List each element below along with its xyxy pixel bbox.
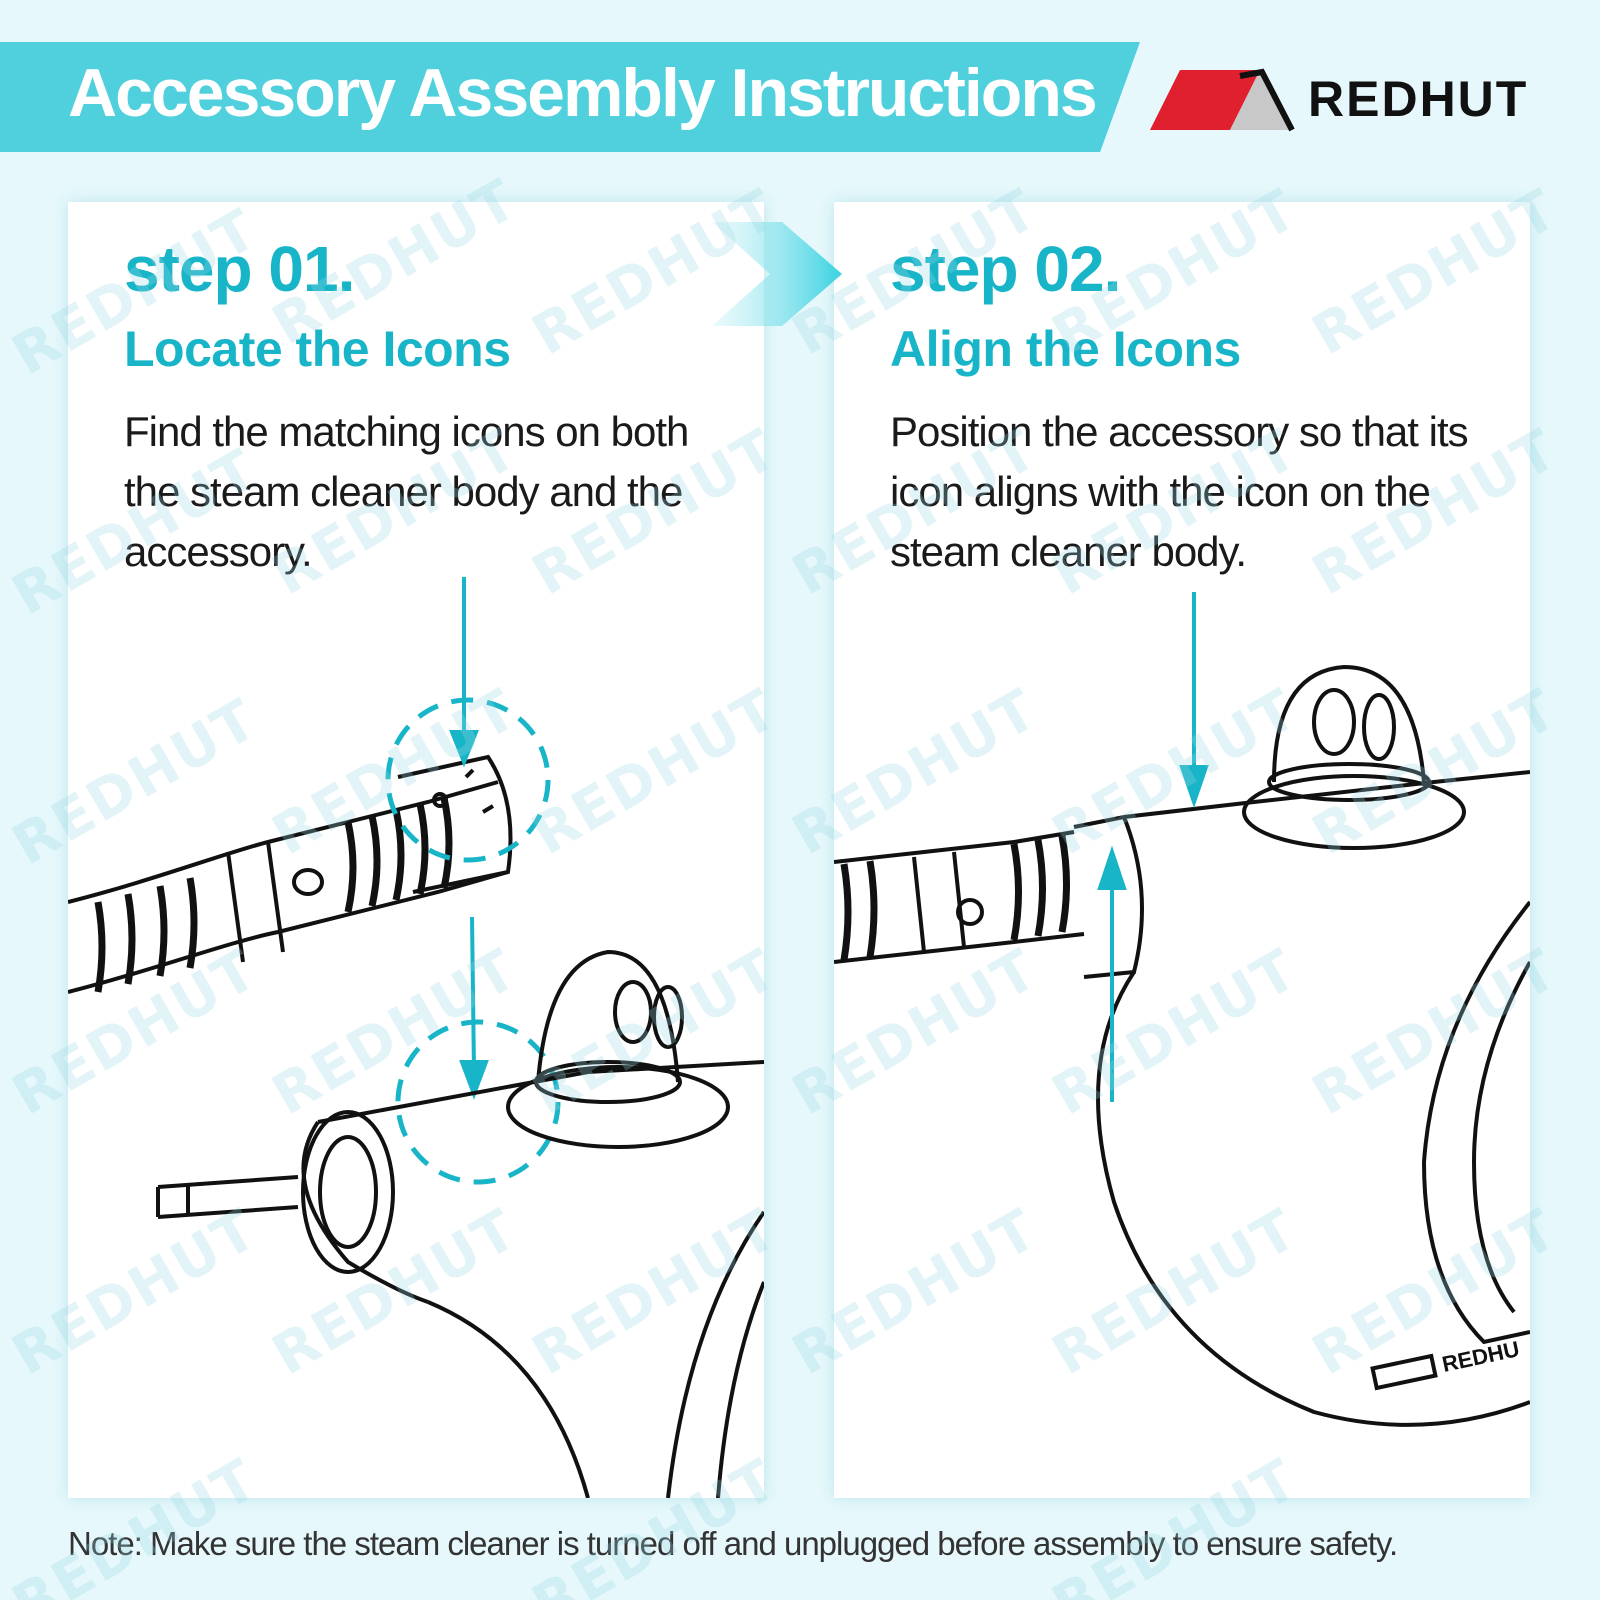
dashed-circle-icon — [395, 1019, 561, 1185]
brand-logo — [1150, 68, 1295, 132]
step-card-1: step 01. Locate the Icons Find the match… — [68, 202, 764, 1498]
indicator-arrow-icon — [449, 577, 489, 1100]
step-1-description: Find the matching icons on both the stea… — [124, 408, 689, 575]
indicator-arrow-icon — [1097, 592, 1209, 1102]
step-1-illustration — [68, 577, 764, 1498]
step-2-number: step 02. — [890, 233, 1121, 305]
page-title: Accessory Assembly Instructions — [68, 55, 1098, 131]
step-1-title: Locate the Icons — [124, 321, 511, 377]
logo-mark-icon — [1150, 68, 1295, 132]
flow-arrow-icon — [712, 222, 842, 326]
step-2-illustration: REDHU — [834, 592, 1530, 1427]
step-1-number: step 01. — [124, 233, 355, 305]
header-banner — [0, 42, 1140, 152]
step-card-2: REDHU step 02. Align the Icons Position … — [834, 202, 1530, 1498]
product-badge-text: REDHU — [1440, 1336, 1522, 1377]
step-2-description: Position the accessory so that its icon … — [890, 408, 1469, 575]
safety-note: Note: Make sure the steam cleaner is tur… — [68, 1525, 1398, 1562]
brand-name: REDHUT — [1308, 71, 1529, 127]
step-2-title: Align the Icons — [890, 321, 1241, 377]
dashed-circle-icon — [385, 697, 551, 863]
